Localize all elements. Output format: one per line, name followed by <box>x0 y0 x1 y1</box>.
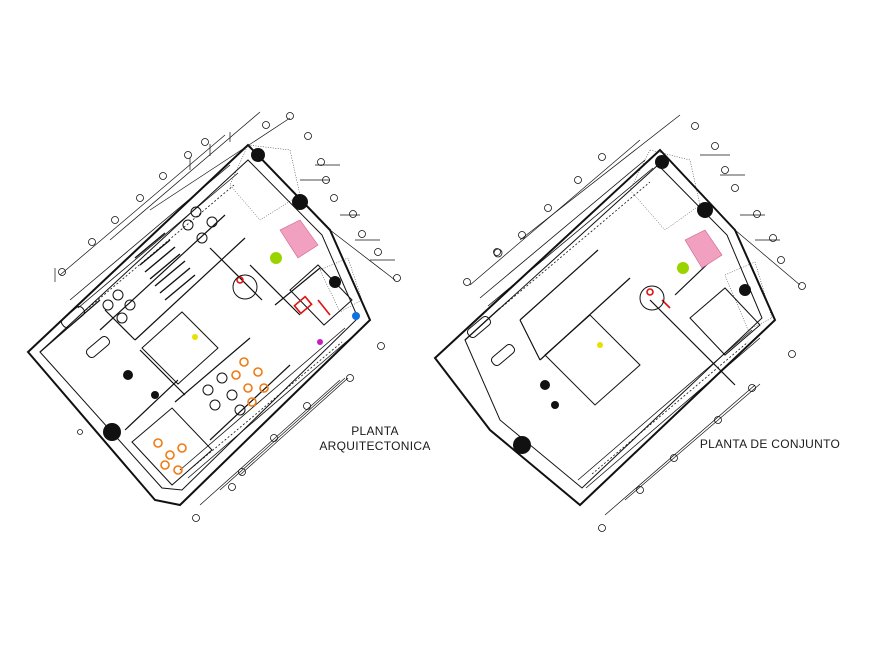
round-table-icons-left <box>102 206 246 416</box>
landscape-hatch-right <box>629 149 773 331</box>
room-east-right <box>689 287 761 356</box>
room-dining-lower <box>131 407 213 486</box>
seating-rows-left <box>134 232 196 301</box>
car-icons-right <box>466 315 516 367</box>
planta-de-conjunto <box>433 114 806 532</box>
north-marker-icon <box>493 248 503 258</box>
landscape-hatch-left <box>229 144 363 313</box>
pink-furniture-left <box>279 219 319 259</box>
green-plant-right <box>677 262 689 274</box>
stair-circle-left <box>232 274 258 300</box>
accent-fixtures-left <box>192 312 360 345</box>
tree-icons-right <box>513 155 751 454</box>
dimension-lines-left <box>54 111 396 506</box>
red-fixtures-right <box>646 288 671 309</box>
pink-furniture-right <box>684 229 723 269</box>
tree-icons-left <box>103 148 341 441</box>
planta-arquitectonica <box>26 111 401 522</box>
grid-marker-icons-left <box>58 112 401 522</box>
car-icons-left <box>60 305 111 359</box>
dimension-lines-right <box>469 114 801 516</box>
yellow-fixture-right <box>597 342 603 348</box>
building-outline-right <box>433 148 777 507</box>
green-plant-left <box>270 252 282 264</box>
planta-arquitectonica-line1: PLANTA <box>351 424 399 438</box>
planta-arquitectonica-label: PLANTA ARQUITECTONICA <box>300 424 450 454</box>
perimeter-wall-bands-right <box>479 159 761 489</box>
room-central-right <box>544 314 641 406</box>
orange-table-icons <box>153 357 269 475</box>
room-lounge <box>141 311 219 385</box>
stair-circle-right <box>639 285 665 311</box>
red-fixtures-left <box>236 276 331 316</box>
room-sanitary <box>289 264 353 326</box>
interior-walls-right <box>464 249 736 386</box>
planta-arquitectonica-line2: ARQUITECTONICA <box>319 439 431 453</box>
interior-walls-left <box>39 214 321 441</box>
planta-de-conjunto-label: PLANTA DE CONJUNTO <box>699 437 841 451</box>
grid-marker-icons-right <box>463 122 806 532</box>
